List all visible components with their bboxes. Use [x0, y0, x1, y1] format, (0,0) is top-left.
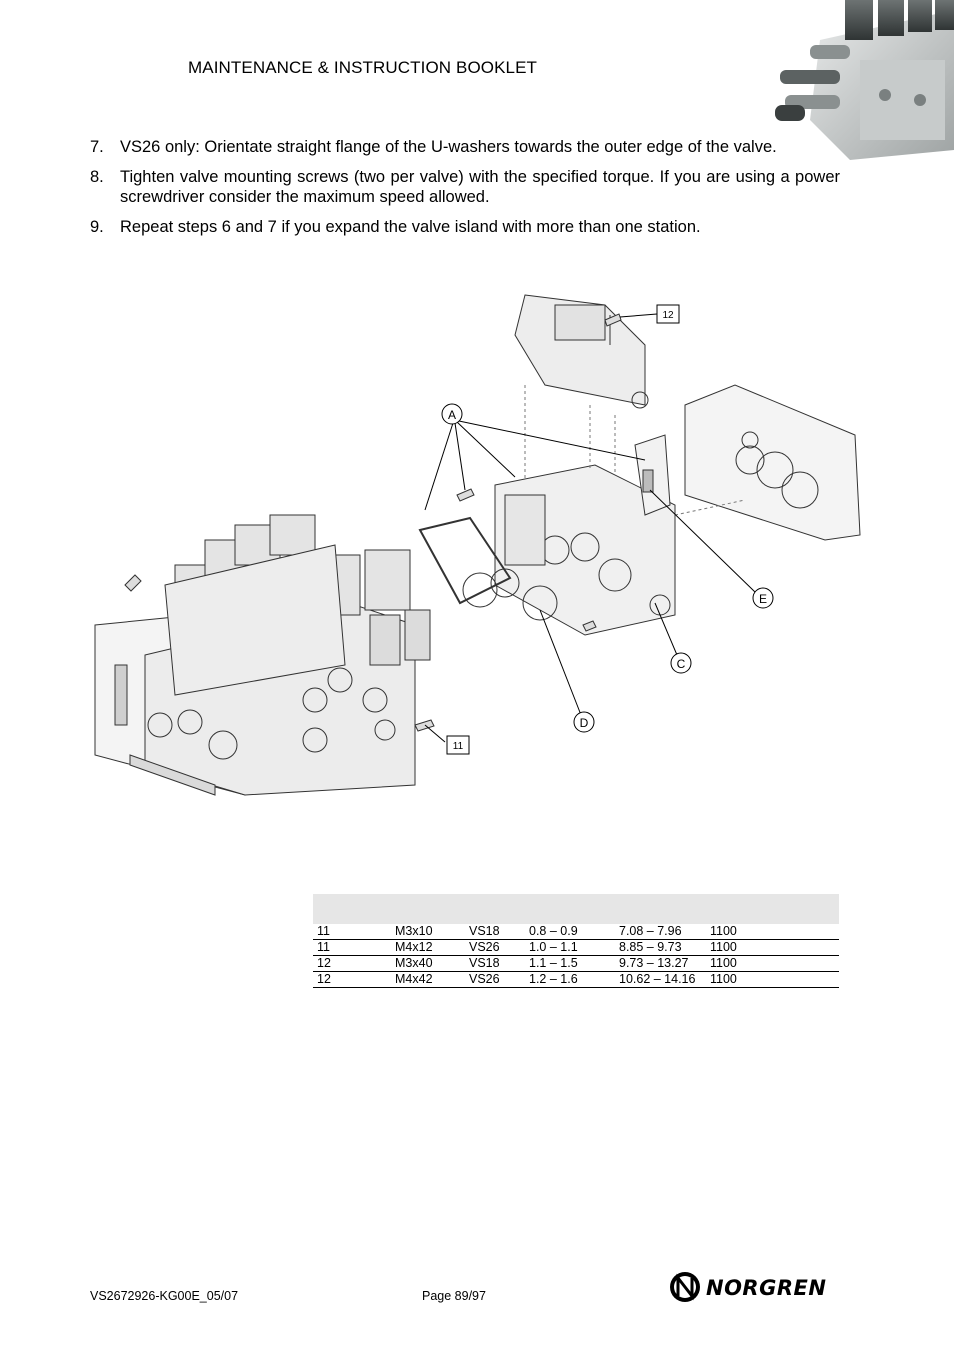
table-cell: 11 — [317, 924, 330, 938]
torque-table: 11 M3x10 VS18 0.8 – 0.9 7.08 – 7.96 1100… — [313, 894, 839, 988]
callout-d: D — [573, 711, 595, 733]
callout-e: E — [752, 587, 774, 609]
circuit-board — [634, 434, 671, 516]
table-row: 12 M4x42 VS26 1.2 – 1.6 10.62 – 14.16 11… — [313, 972, 839, 988]
table-cell: 0.8 – 0.9 — [529, 924, 578, 938]
sub-base — [494, 464, 676, 636]
step-text: Tighten valve mounting screws (two per v… — [120, 168, 840, 206]
callout-c-label: C — [677, 657, 686, 671]
table-cell: 12 — [317, 956, 331, 970]
step-8: 8. Tighten valve mounting screws (two pe… — [90, 167, 840, 207]
step-7: 7. VS26 only: Orientate straight flange … — [90, 137, 840, 157]
table-cell: VS18 — [469, 956, 500, 970]
table-cell: 1.1 – 1.5 — [529, 956, 578, 970]
footer-page-number: Page 89/97 — [422, 1289, 486, 1303]
step-number: 9. — [90, 218, 104, 236]
table-row: 11 M3x10 VS18 0.8 – 0.9 7.08 – 7.96 1100 — [313, 924, 839, 940]
step-text: Repeat steps 6 and 7 if you expand the v… — [120, 218, 701, 236]
exploded-valve — [514, 294, 649, 409]
table-cell: VS26 — [469, 940, 500, 954]
table-row: 11 M4x12 VS26 1.0 – 1.1 8.85 – 9.73 1100 — [313, 940, 839, 956]
leader-lines — [424, 313, 756, 743]
valve-island-photo-icon — [760, 0, 954, 160]
callout-11-label: 11 — [453, 741, 464, 752]
exploded-valve-diagram: A E C D 11 12 — [94, 294, 861, 796]
table-cell: M3x40 — [395, 956, 433, 970]
callout-d-label: D — [580, 716, 589, 730]
step-text: VS26 only: Orientate straight flange of … — [120, 138, 777, 156]
gasket — [418, 516, 558, 621]
table-cell: 11 — [317, 940, 330, 954]
table-cell: M3x10 — [395, 924, 433, 938]
norgren-logo-icon: NORGREN — [670, 1272, 826, 1302]
valve-island-assembly — [94, 514, 431, 796]
table-cell: 10.62 – 14.16 — [619, 972, 696, 986]
callout-a: A — [441, 403, 463, 425]
callout-c: C — [670, 652, 692, 674]
table-cell: 8.85 – 9.73 — [619, 940, 682, 954]
table-cell: M4x42 — [395, 972, 433, 986]
table-cell: 7.08 – 7.96 — [619, 924, 682, 938]
callout-e-label: E — [759, 592, 767, 606]
table-cell: 9.73 – 13.27 — [619, 956, 689, 970]
table-cell: VS26 — [469, 972, 500, 986]
callout-11: 11 — [446, 735, 470, 755]
table-cell: M4x12 — [395, 940, 433, 954]
table-cell: 1100 — [710, 924, 737, 938]
callout-12-label: 12 — [662, 310, 674, 321]
step-number: 8. — [90, 168, 104, 186]
callout-12: 12 — [656, 304, 680, 324]
step-number: 7. — [90, 138, 104, 156]
footer-document-id: VS2672926-KG00E_05/07 — [90, 1289, 239, 1303]
brand-name: NORGREN — [706, 1276, 826, 1300]
table-row: 12 M3x40 VS18 1.1 – 1.5 9.73 – 13.27 110… — [313, 956, 839, 972]
table-cell: 1100 — [710, 972, 737, 986]
table-header-band — [313, 894, 839, 924]
table-cell: 12 — [317, 972, 331, 986]
callout-a-label: A — [448, 408, 456, 422]
assembly-lines — [524, 385, 746, 516]
table-cell: 1100 — [710, 956, 737, 970]
table-cell: 1.2 – 1.6 — [529, 972, 578, 986]
table-cell: VS18 — [469, 924, 500, 938]
page-header-title: MAINTENANCE & INSTRUCTION BOOKLET — [188, 58, 538, 77]
table-cell: 1.0 – 1.1 — [529, 940, 578, 954]
table-cell: 1100 — [710, 940, 737, 954]
step-9: 9. Repeat steps 6 and 7 if you expand th… — [90, 217, 840, 237]
end-plate — [684, 384, 861, 541]
instruction-steps: 7. VS26 only: Orientate straight flange … — [90, 137, 840, 247]
screws — [414, 313, 622, 732]
